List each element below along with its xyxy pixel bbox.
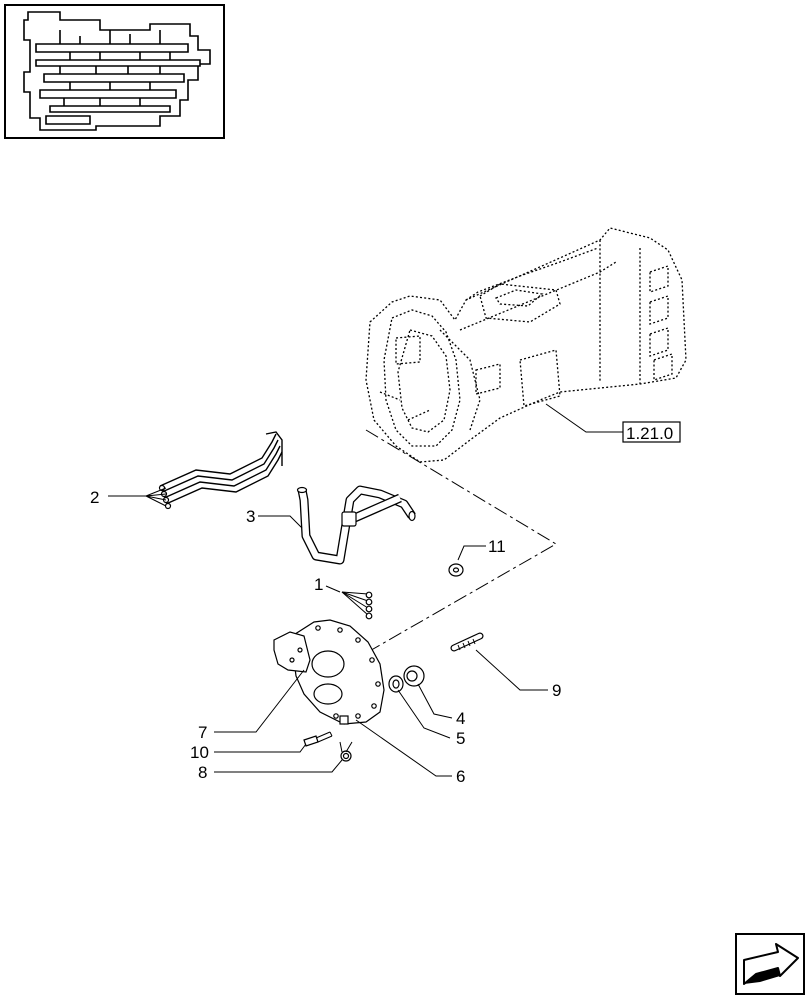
bent-pipe [296,485,416,565]
callout-3: 3 [246,507,255,526]
transmission-housing [365,227,687,463]
screw [303,731,333,747]
o-ring [340,750,352,762]
leader-lines [108,403,624,777]
pin-set [341,591,373,620]
washer [448,563,464,577]
callout-10: 10 [190,743,209,762]
alignment-line [339,429,557,669]
callout-4: 4 [456,709,465,728]
next-page-arrow-icon[interactable] [735,933,805,995]
dowel-pin [450,632,484,652]
callout-5: 5 [456,729,465,748]
callout-9: 9 [552,681,561,700]
callout-6: 6 [456,767,465,786]
callout-2: 2 [90,488,99,507]
callout-8: 8 [198,763,207,782]
cover-plate [273,619,385,725]
callout-11: 11 [488,537,506,556]
callout-labels: 2 3 1 11 9 4 5 6 7 10 8 [90,488,561,786]
bushing [403,665,425,687]
callout-1: 1 [314,575,323,594]
seal-ring [388,675,404,693]
tube-bundle [158,431,283,510]
transmission-thumbnail-icon[interactable] [4,4,225,139]
reference-label: 1.21.0 [626,424,673,443]
reference-box[interactable]: 1.21.0 [622,421,681,443]
callout-7: 7 [198,723,207,742]
